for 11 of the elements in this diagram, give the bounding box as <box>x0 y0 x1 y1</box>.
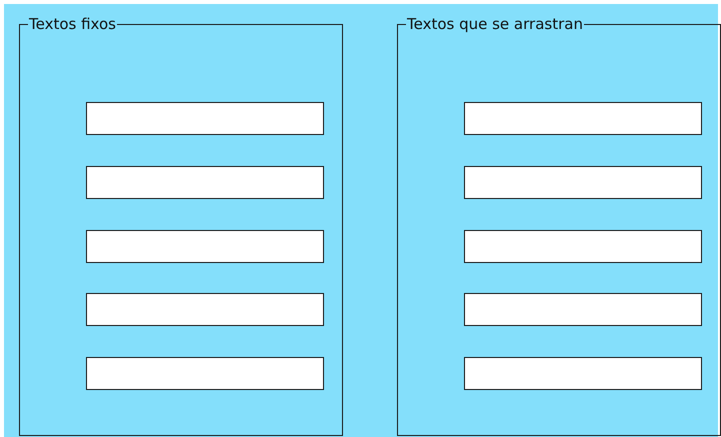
text-slot <box>464 230 702 263</box>
text-slot <box>86 166 324 199</box>
text-slot <box>464 102 702 135</box>
text-slot <box>464 357 702 390</box>
text-slot <box>464 166 702 199</box>
text-slot <box>86 102 324 135</box>
text-slot <box>86 357 324 390</box>
text-slot <box>86 230 324 263</box>
text-slot <box>86 293 324 326</box>
panel-title: Textos que se arrastran <box>406 15 584 33</box>
text-slot <box>464 293 702 326</box>
